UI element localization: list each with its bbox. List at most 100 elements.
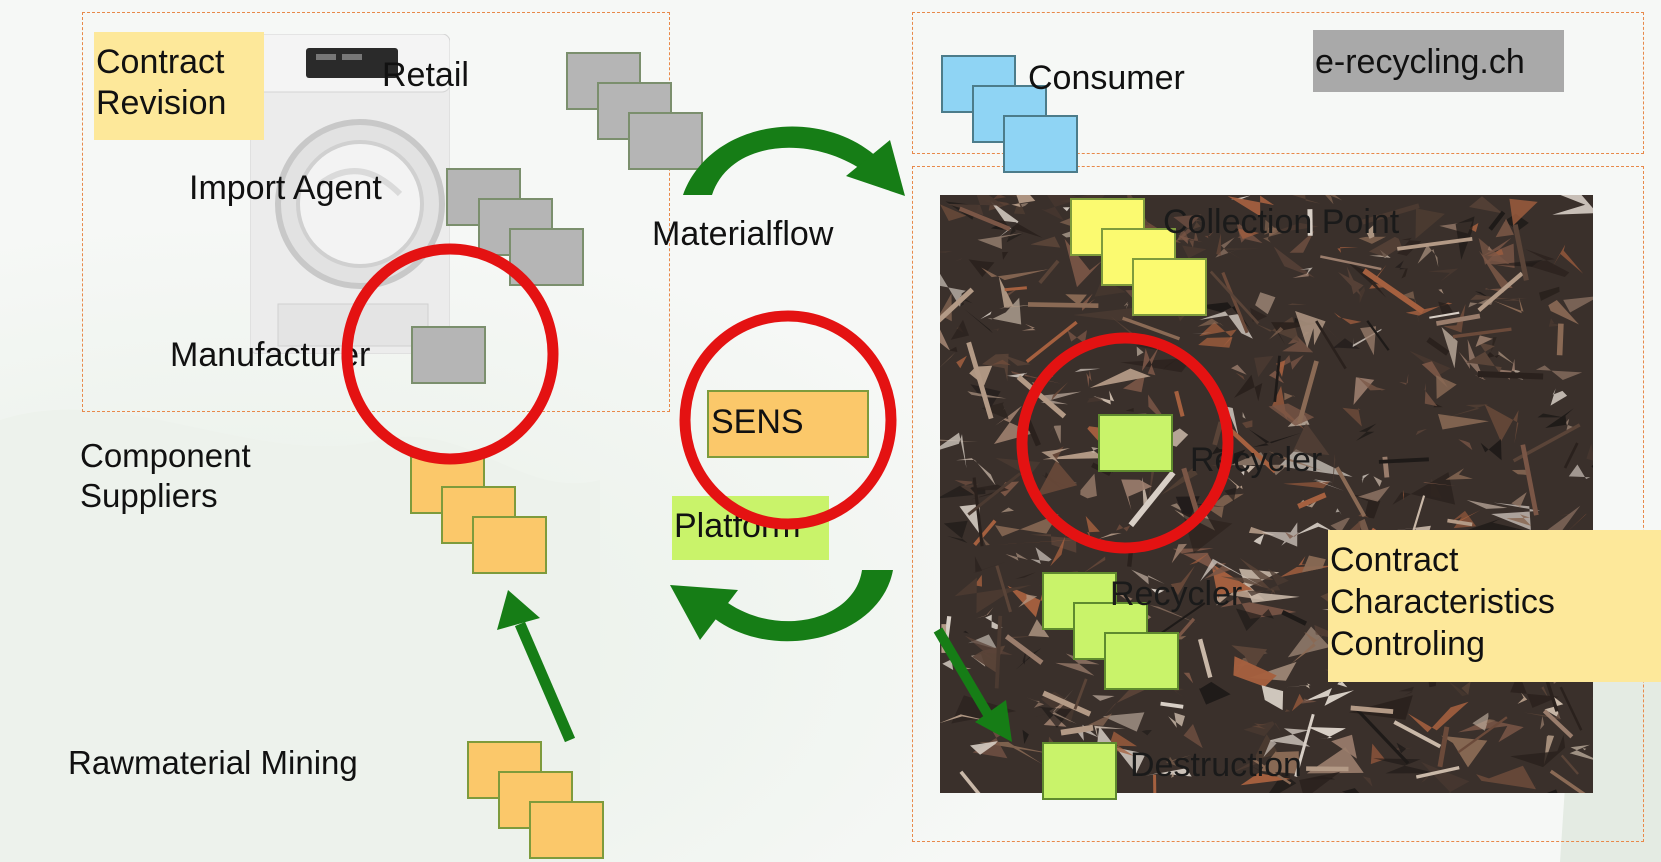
scrap-piece [940, 251, 953, 253]
scrap-piece [1438, 301, 1454, 316]
scrap-piece [940, 204, 967, 221]
scrap-rod [1393, 720, 1442, 749]
scrap-piece [1220, 596, 1297, 619]
scrap-piece [1511, 492, 1527, 508]
scrap-piece [1005, 552, 1029, 561]
scrap-piece [1004, 195, 1026, 215]
scrap-piece [1216, 581, 1265, 606]
scrap-piece [1421, 761, 1470, 793]
scrap-piece [1398, 686, 1414, 696]
scrap-rod [1563, 442, 1579, 469]
scrap-piece [1015, 572, 1036, 579]
recycler-box-circled [1098, 414, 1173, 472]
scrap-piece [1427, 268, 1459, 282]
scrap-piece [1211, 737, 1225, 746]
scrap-metal-image [940, 195, 1593, 793]
manufacturer-box [411, 326, 486, 384]
scrap-piece [1463, 518, 1524, 532]
scrap-piece [1234, 374, 1263, 402]
scrap-piece [1199, 311, 1253, 339]
scrap-piece [1443, 304, 1466, 333]
scrap-piece [1267, 728, 1311, 747]
scrap-piece [1396, 742, 1407, 754]
scrap-rod [994, 615, 1003, 689]
scrap-piece [1511, 469, 1530, 475]
destruction-box [1042, 742, 1117, 800]
scrap-piece [1291, 693, 1304, 712]
scrap-piece [1509, 198, 1538, 226]
scrap-piece [1441, 735, 1488, 768]
scrap-rod [972, 477, 984, 547]
scrap-piece [1548, 300, 1579, 325]
scrap-piece [1235, 608, 1274, 631]
scrap-piece [1403, 490, 1404, 501]
scrap-piece [1263, 230, 1287, 243]
scrap-piece [940, 432, 967, 469]
scrap-piece [1008, 636, 1037, 638]
scrap-rod [1366, 320, 1390, 351]
scrap-piece [1325, 195, 1343, 205]
scrap-piece [1204, 231, 1215, 239]
scrap-piece [1151, 588, 1165, 595]
sens-box: SENS [707, 390, 869, 458]
scrap-piece [1590, 697, 1593, 701]
contract-characteristics-note: Contract Characteristics Controling [1328, 530, 1661, 682]
scrap-piece [1028, 619, 1050, 638]
scrap-piece [1088, 713, 1113, 726]
scrap-piece [1468, 223, 1479, 232]
import-agent-label: Import Agent [189, 169, 382, 207]
contract-revision-note: Contract Revision [94, 32, 264, 140]
scrap-piece [1043, 700, 1068, 727]
import-agent-box [509, 228, 584, 286]
scrap-piece [1521, 249, 1570, 277]
scrap-rod [1429, 311, 1460, 319]
scrap-piece [1216, 233, 1221, 256]
scrap-rod [1273, 355, 1281, 402]
scrap-piece [1174, 305, 1186, 322]
scrap-piece [1485, 719, 1496, 725]
scrap-piece [1417, 244, 1439, 267]
scrap-rod [1549, 769, 1586, 793]
scrap-piece [1204, 563, 1233, 579]
scrap-piece [1165, 754, 1192, 766]
scrap-rod [1361, 203, 1420, 225]
scrap-rod [1197, 638, 1213, 679]
scrap-piece [1220, 558, 1276, 595]
scrap-piece [1094, 725, 1126, 740]
scrap-piece [977, 232, 1023, 249]
scrap-rod [967, 472, 1022, 516]
scrap-piece [1171, 772, 1174, 778]
scrap-piece [1537, 413, 1564, 418]
scrap-piece [1453, 510, 1481, 524]
scrap-piece [1285, 709, 1291, 712]
scrap-piece [1006, 225, 1024, 243]
scrap-piece [1124, 301, 1129, 310]
scrap-piece [1495, 218, 1514, 238]
scrap-rod [1447, 518, 1473, 527]
scrap-rod [1153, 774, 1157, 793]
scrap-rod [1457, 716, 1508, 754]
scrap-piece [1314, 624, 1356, 643]
rawmaterial-box [529, 801, 604, 859]
scrap-piece [1358, 486, 1390, 502]
materialflow-label: Materialflow [652, 215, 834, 253]
scrap-piece [949, 346, 958, 352]
scrap-piece [1535, 365, 1583, 380]
scrap-piece [1048, 522, 1068, 567]
scrap-piece [1399, 268, 1408, 279]
scrap-piece [1415, 208, 1445, 239]
scrap-piece [1548, 318, 1563, 327]
scrap-piece [946, 195, 1005, 216]
scrap-piece [1358, 236, 1386, 244]
scrap-piece [1285, 531, 1300, 539]
scrap-rod [1488, 210, 1506, 231]
scrap-rod [1127, 543, 1134, 567]
scrap-piece [952, 484, 1009, 500]
scrap-piece [981, 267, 1049, 281]
scrap-piece [1366, 225, 1375, 239]
scrap-piece [1102, 683, 1148, 718]
recycler-circled-label: Recycler [1190, 441, 1323, 479]
scrap-piece [1254, 355, 1274, 378]
scrap-piece [1347, 262, 1387, 298]
